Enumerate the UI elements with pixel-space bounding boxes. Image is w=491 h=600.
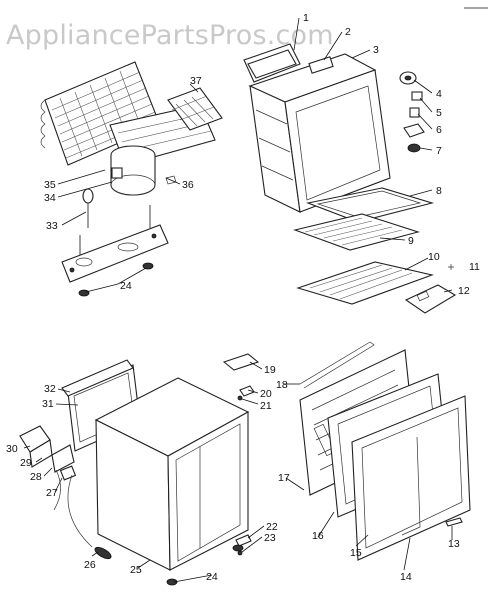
relay-component — [82, 188, 94, 228]
rubber-foot — [78, 289, 90, 297]
wire-shelf-large — [296, 261, 434, 305]
part-label-22: 22 — [266, 521, 278, 533]
cabinet-assembly — [19, 353, 260, 586]
part-label-13: 13 — [448, 538, 460, 550]
part-label-3: 3 — [373, 44, 379, 56]
part-label-12: 12 — [458, 285, 470, 297]
part-label-28: 28 — [30, 471, 42, 483]
drip-tray — [306, 187, 435, 223]
part-label-5: 5 — [436, 107, 442, 119]
part-label-8: 8 — [436, 185, 442, 197]
part-label-18: 18 — [276, 379, 288, 391]
base-plate — [61, 224, 169, 283]
part-label-30: 30 — [6, 443, 18, 455]
knob-washer — [407, 143, 421, 153]
part-label-25: 25 — [130, 564, 142, 576]
outer-door-panel — [351, 395, 471, 561]
compressor — [110, 145, 156, 196]
door-handle — [401, 436, 421, 536]
freezer-gasket — [243, 43, 301, 83]
part-number-labels: 1 2 3 4 5 6 7 8 9 10 11 12 13 14 15 16 1… — [6, 12, 480, 583]
part-label-36: 36 — [182, 179, 194, 191]
part-label-16: 16 — [312, 530, 324, 542]
part-label-29: 29 — [20, 457, 32, 469]
part-label-1: 1 — [303, 12, 309, 24]
cabinet-foot — [232, 544, 244, 552]
cabinet-shell — [94, 377, 250, 571]
part-label-21: 21 — [260, 400, 272, 412]
part-label-4: 4 — [436, 88, 442, 100]
top-hinge — [222, 353, 260, 401]
part-label-34: 34 — [44, 192, 56, 204]
bottom-hinge — [235, 534, 252, 556]
part-label-19: 19 — [264, 364, 276, 376]
part-label-24-bottom: 24 — [206, 571, 218, 583]
part-label-33: 33 — [46, 220, 58, 232]
thermostat-bracket — [409, 107, 420, 118]
condenser-compressor-assembly — [40, 61, 223, 297]
cabinet-foot — [166, 578, 178, 586]
part-label-6: 6 — [436, 124, 442, 136]
leader-lines-top-left — [57, 83, 199, 293]
control-bracket — [308, 56, 334, 74]
ice-tray — [167, 87, 223, 131]
leader-lines-bottom-left — [23, 361, 265, 583]
part-label-27: 27 — [46, 487, 58, 499]
lower-door-hinge — [445, 517, 463, 527]
part-label-37: 37 — [190, 75, 202, 87]
part-label-15: 15 — [350, 547, 362, 559]
part-label-11: 11 — [469, 261, 480, 273]
part-label-7: 7 — [436, 145, 442, 157]
part-label-23: 23 — [264, 532, 276, 544]
part-label-20: 20 — [260, 388, 272, 400]
part-label-2: 2 — [345, 26, 351, 38]
part-label-24-top: 24 — [120, 280, 132, 292]
watermark: AppliancePartsPros.com — [6, 20, 334, 51]
part-label-14: 14 — [400, 571, 412, 583]
part-label-26: 26 — [84, 559, 96, 571]
part-label-31: 31 — [42, 398, 54, 410]
part-label-17: 17 — [278, 472, 290, 484]
part-label-35: 35 — [44, 179, 56, 191]
mounting-plate — [403, 123, 425, 138]
freezer-liner — [248, 53, 391, 213]
freezer-liner-assembly — [243, 43, 457, 314]
thermostat — [411, 91, 423, 101]
door-assembly — [299, 341, 471, 561]
freezer-door — [404, 284, 457, 314]
part-label-32: 32 — [44, 383, 56, 395]
power-cord — [67, 474, 112, 560]
leader-lines-top-right — [293, 7, 488, 293]
part-label-10: 10 — [428, 251, 440, 263]
part-label-9: 9 — [408, 235, 414, 247]
electrical-box — [19, 425, 77, 511]
wire-shelf-small — [293, 213, 420, 251]
rubber-foot — [142, 262, 154, 270]
door-hinge-rod — [299, 341, 375, 389]
thermostat-knob — [399, 71, 417, 85]
leader-lines-bottom-right — [284, 383, 453, 571]
hinge-pin — [448, 264, 454, 270]
